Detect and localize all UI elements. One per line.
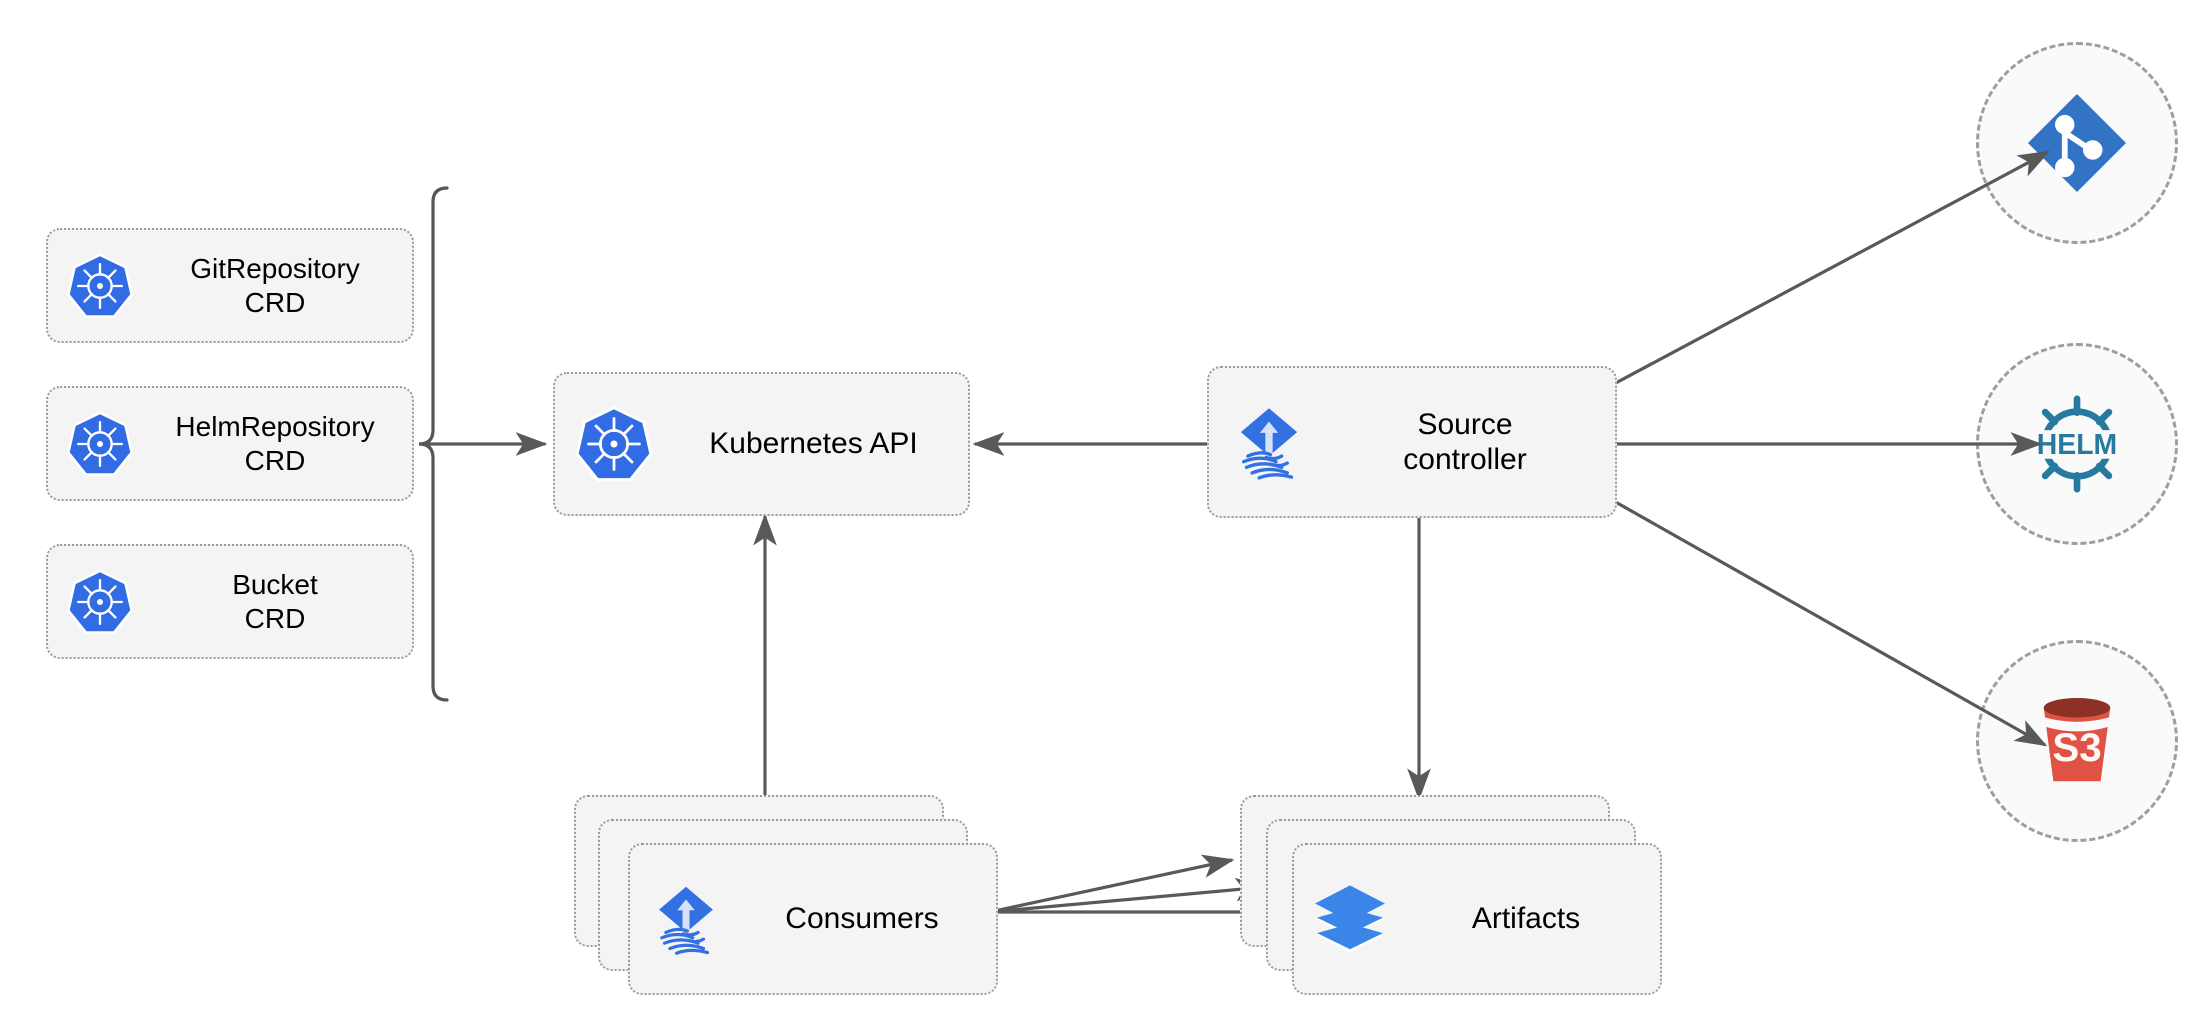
kubernetes-icon <box>48 408 152 480</box>
node-label: Source controller <box>1403 407 1527 476</box>
kubernetes-icon <box>48 566 152 638</box>
flux-icon <box>1209 397 1329 487</box>
node-label: Artifacts <box>1471 902 1581 936</box>
node-artifacts[interactable]: Artifacts <box>1292 843 1662 995</box>
edge-source-to-s3 <box>1611 498 2048 747</box>
endpoint-git[interactable] <box>1976 42 2178 244</box>
flux-icon <box>630 876 742 962</box>
layers-icon <box>1294 876 1406 962</box>
endpoint-helm[interactable]: HELM <box>1976 343 2178 545</box>
kubernetes-icon <box>48 250 152 322</box>
node-consumers[interactable]: Consumers <box>628 843 998 995</box>
edge-consumers-to-artifacts-1 <box>989 854 1235 914</box>
s3-icon: S3 <box>2043 697 2111 782</box>
node-source-controller[interactable]: Source controller <box>1207 366 1617 518</box>
crd-label: HelmRepository CRD <box>175 411 375 476</box>
crd-group-brace <box>418 186 449 702</box>
crd-label: Bucket CRD <box>232 569 318 634</box>
crd-box-gitrepository[interactable]: GitRepository CRD <box>46 228 414 343</box>
node-label: Kubernetes API <box>709 427 918 461</box>
helm-label: HELM <box>2037 429 2117 461</box>
s3-label: S3 <box>2052 725 2101 770</box>
kubernetes-icon <box>555 402 673 486</box>
crd-box-bucket[interactable]: Bucket CRD <box>46 544 414 659</box>
helm-icon: HELM <box>2032 395 2122 493</box>
node-kubernetes-api[interactable]: Kubernetes API <box>553 372 970 516</box>
git-icon <box>2028 94 2126 192</box>
edge-consumers-to-artifacts-2 <box>989 877 1268 914</box>
endpoint-s3[interactable]: S3 <box>1976 640 2178 842</box>
crd-label: GitRepository CRD <box>190 253 360 318</box>
crd-box-helmrepository[interactable]: HelmRepository CRD <box>46 386 414 501</box>
node-label: Consumers <box>785 902 939 936</box>
edge-source-to-git <box>1611 150 2051 387</box>
